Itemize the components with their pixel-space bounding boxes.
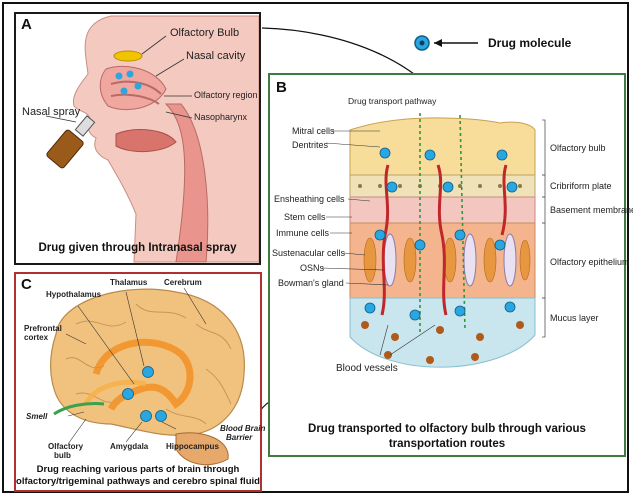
panel-b-olfactory-transport: B: [268, 73, 626, 457]
label-nasal-cavity: Nasal cavity: [186, 50, 245, 62]
label-dentrites: Dentrites: [292, 140, 328, 150]
label-blood-brain-barrier-line1: Blood Brain: [220, 424, 265, 433]
panel-b-caption-line1: Drug transported to olfactory bulb throu…: [270, 423, 624, 435]
label-amygdala: Amygdala: [110, 442, 148, 451]
label-basement-membrane: Basement membrane: [550, 205, 633, 215]
label-olfactory-bulb-c-line1: Olfactory: [48, 442, 83, 451]
label-olfactory-bulb: Olfactory Bulb: [170, 27, 239, 39]
label-smell: Smell: [26, 412, 47, 421]
label-blood-vessels: Blood vessels: [336, 363, 398, 374]
label-prefrontal-cortex-line2: cortex: [24, 333, 48, 342]
label-drug-transport-pathway: Drug transport pathway: [348, 96, 436, 106]
panel-c-caption-line2: olfactory/trigeminal pathways and cerebr…: [16, 476, 260, 487]
label-thalamus: Thalamus: [110, 278, 147, 287]
panel-b-caption-line2: transportation routes: [270, 438, 624, 450]
brain-illustration: [16, 274, 260, 490]
label-nasal-spray: Nasal spray: [22, 106, 80, 118]
legend-drug-molecule-label: Drug molecule: [488, 36, 571, 50]
label-mitral-cells: Mitral cells: [292, 126, 335, 136]
panel-c-caption-line1: Drug reaching various parts of brain thr…: [16, 464, 260, 475]
label-bowmans-gland: Bowman's gland: [278, 278, 344, 288]
label-stem-cells: Stem cells: [284, 212, 326, 222]
panel-a-caption: Drug given through Intranasal spray: [16, 242, 259, 254]
label-olfactory-bulb-b: Olfactory bulb: [550, 143, 606, 153]
nasal-spray-bottle: [46, 116, 95, 169]
label-hypothalamus: Hypothalamus: [46, 290, 101, 299]
label-prefrontal-cortex-line1: Prefrontal: [24, 324, 62, 333]
label-hippocampus: Hippocampus: [166, 442, 219, 451]
label-ensheathing-cells: Ensheathing cells: [274, 194, 345, 204]
label-cerebrum: Cerebrum: [164, 278, 202, 287]
label-cribriform-plate: Cribriform plate: [550, 181, 612, 191]
label-blood-brain-barrier-line2: Barrier: [226, 433, 252, 442]
label-olfactory-bulb-c-line2: bulb: [54, 451, 71, 460]
label-immune-cells: Immune cells: [276, 228, 329, 238]
label-olfactory-epithelium: Olfactory epithelium: [550, 257, 630, 267]
label-osns: OSNs: [300, 263, 324, 273]
label-nasopharynx: Nasopharynx: [194, 112, 247, 122]
panel-a-intranasal: A Olfactory Bul: [14, 12, 261, 265]
label-mucus-layer: Mucus layer: [550, 313, 599, 323]
label-olfactory-region: Olfactory region: [194, 90, 258, 100]
panel-c-brain: C: [14, 272, 262, 492]
label-sustenacular-cells: Sustenacular cells: [272, 248, 345, 258]
